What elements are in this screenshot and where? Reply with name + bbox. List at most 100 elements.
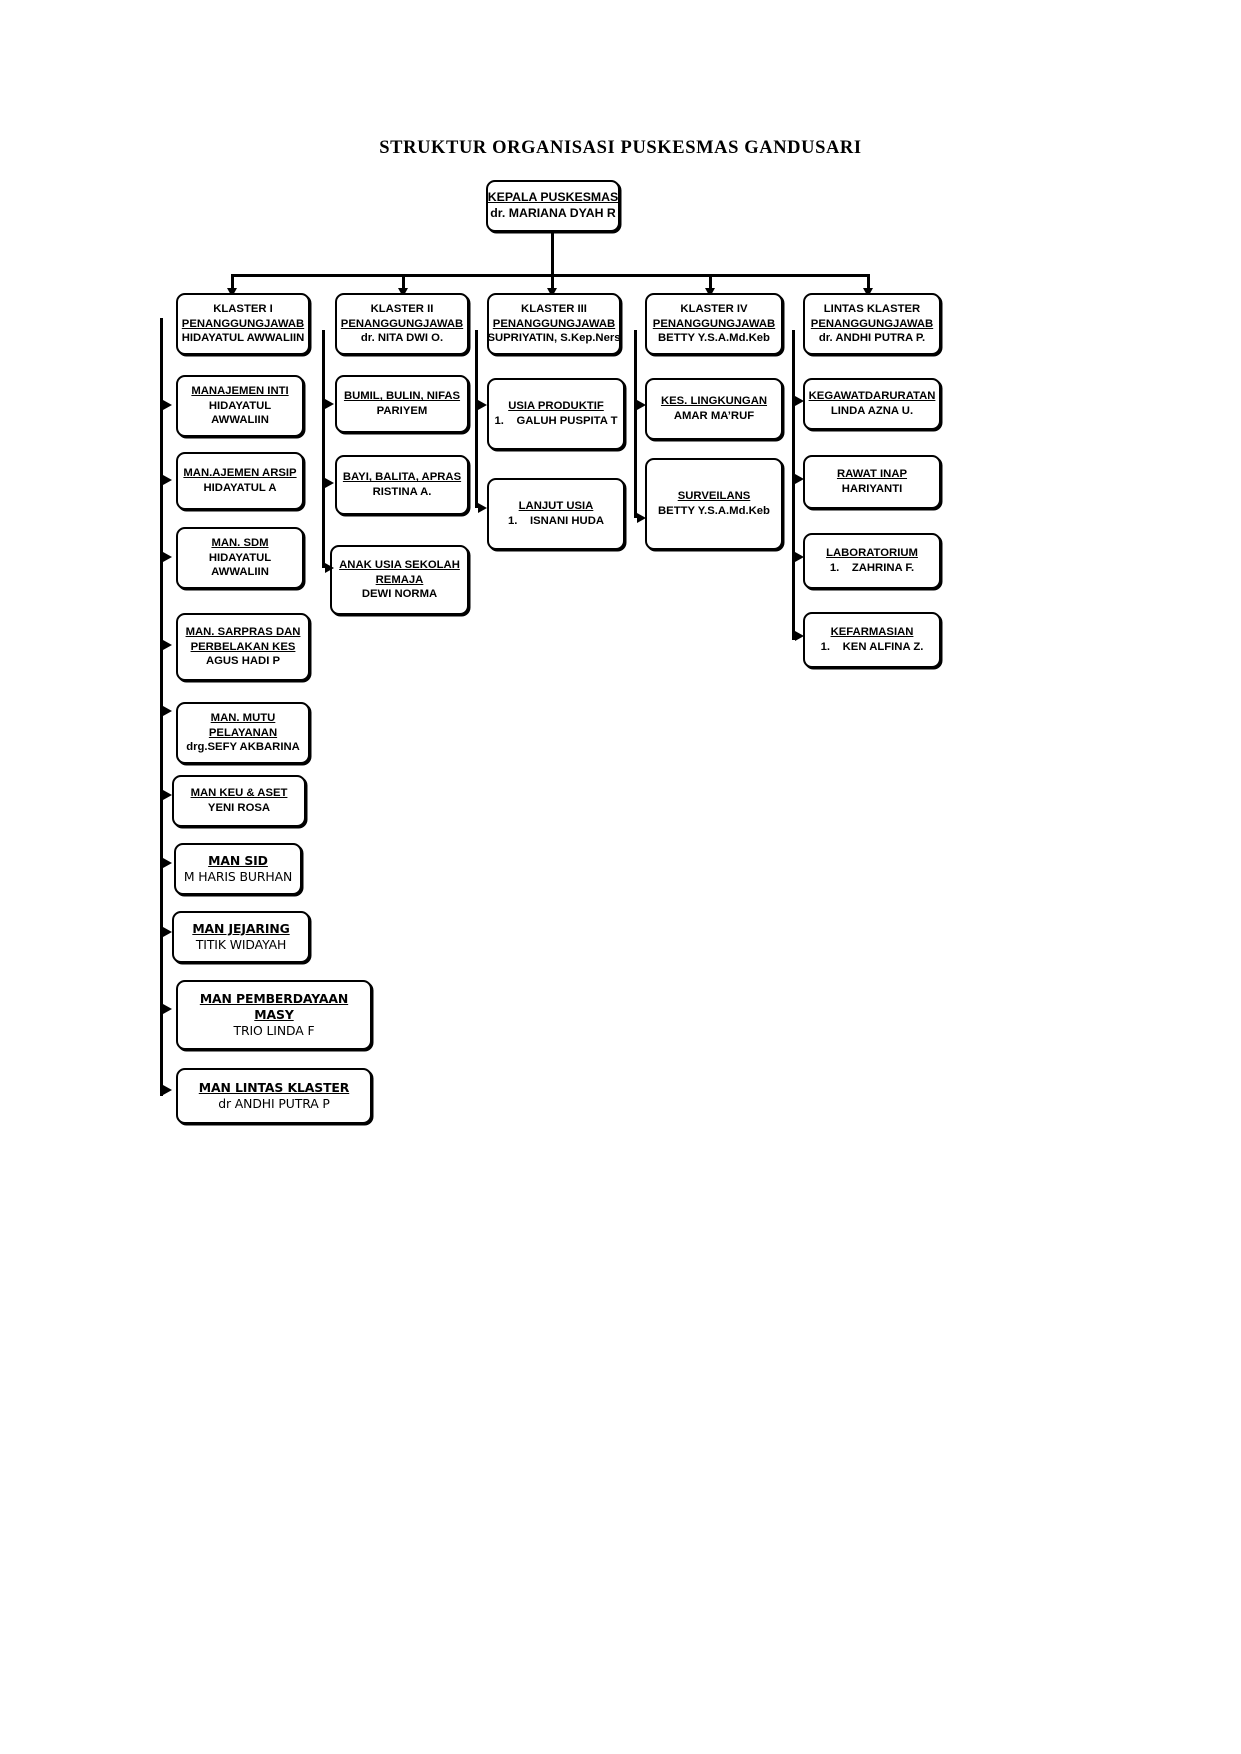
node-name: YENI ROSA — [207, 802, 271, 814]
node-name: dr. MARIANA DYAH R — [490, 206, 616, 220]
node-klaster-2-header: KLASTER II PENANGGUNGJAWAB dr. NITA DWI … — [335, 293, 469, 355]
connector-drop-klaster-3 — [551, 274, 554, 292]
arrowhead-klaster-1-item-7 — [163, 858, 172, 868]
node-lintas-klaster-header: LINTAS KLASTER PENANGGUNGJAWAB dr. ANDHI… — [803, 293, 941, 355]
node-name: HIDAYATUL — [208, 399, 272, 412]
node-name: HARIYANTI — [841, 483, 903, 495]
arrowhead-klaster-1 — [227, 288, 237, 297]
node-klaster-1-item-4: MAN. SARPRAS DAN PERBELAKAN KES AGUS HAD… — [176, 613, 310, 681]
node-index: 1. — [829, 562, 840, 574]
node-klaster-4-item-2: SURVEILANS BETTY Y.S.A.Md.Keb — [645, 458, 783, 550]
node-lintas-klaster-item-1: KEGAWATDARURATAN LINDA AZNA U. — [803, 378, 941, 430]
node-klaster-3-header: KLASTER III PENANGGUNGJAWAB SUPRIYATIN, … — [487, 293, 621, 355]
node-name: HIDAYATUL — [208, 551, 272, 564]
node-name-row: 1. ISNANI HUDA — [508, 514, 604, 529]
node-name: HIDAYATUL AWWALIIN — [181, 332, 305, 345]
arrowhead-klaster-1-item-2 — [163, 475, 172, 485]
node-title: MAN JEJARING — [192, 920, 290, 936]
node-title: LABORATORIUM — [826, 547, 918, 560]
node-name-row: 1. GALUH PUSPITA T — [494, 414, 617, 429]
arrowhead-lintas-klaster — [863, 288, 873, 297]
node-title: KLASTER I — [213, 302, 273, 315]
node-name: dr ANDHI PUTRA P — [218, 1096, 330, 1111]
node-name: ZAHRINA F. — [851, 562, 915, 574]
node-name-2: AWWALIIN — [211, 414, 269, 427]
node-role: PENANGGUNGJAWAB — [340, 317, 464, 330]
arrowhead-klaster-3-item-1 — [478, 400, 487, 410]
node-role: PENANGGUNGJAWAB — [810, 317, 934, 330]
node-name: M HARIS BURHAN — [183, 869, 293, 884]
node-title-2: PELAYANAN — [208, 726, 278, 739]
node-klaster-2-item-2: BAYI, BALITA, APRAS RISTINA A. — [335, 455, 469, 515]
node-kepala-puskesmas: KEPALA PUSKESMAS dr. MARIANA DYAH R — [486, 180, 620, 232]
node-index: 1. — [494, 415, 504, 427]
node-name: dr. ANDHI PUTRA P. — [818, 332, 926, 345]
node-title-2: MASY — [254, 1006, 294, 1022]
node-title: MAN PEMBERDAYAAN — [199, 990, 349, 1006]
node-klaster-4-header: KLASTER IV PENANGGUNGJAWAB BETTY Y.S.A.M… — [645, 293, 783, 355]
node-klaster-1-item-10: MAN LINTAS KLASTER dr ANDHI PUTRA P — [176, 1068, 372, 1124]
arrowhead-lintas-klaster-item-1 — [795, 396, 804, 406]
connector-spine-lintas-klaster — [792, 330, 795, 640]
node-title: SURVEILANS — [677, 490, 751, 503]
node-title: MAN. SARPRAS DAN — [185, 625, 301, 638]
node-klaster-4-item-1: KES. LINGKUNGAN AMAR MA’RUF — [645, 378, 783, 440]
node-title: MAN. MUTU — [210, 711, 276, 724]
node-name: GALUH PUSPITA T — [516, 415, 618, 427]
node-name: HIDAYATUL A — [203, 482, 277, 494]
arrowhead-klaster-1-item-9 — [163, 1004, 172, 1014]
node-title: MAN KEU & ASET — [190, 787, 288, 800]
arrowhead-klaster-2-item-3 — [325, 563, 334, 573]
node-title: MANAJEMEN INTI — [191, 384, 289, 397]
node-index: 1. — [507, 515, 518, 527]
node-title: KEPALA PUSKESMAS — [487, 190, 619, 205]
node-name: AMAR MA’RUF — [673, 410, 755, 422]
node-klaster-1-item-1: MANAJEMEN INTI HIDAYATUL AWWALIIN — [176, 375, 304, 437]
arrowhead-klaster-3-item-2 — [478, 503, 487, 513]
arrowhead-lintas-klaster-item-4 — [795, 631, 804, 641]
connector-spine-klaster-4 — [634, 330, 637, 518]
node-lintas-klaster-item-3: LABORATORIUM 1. ZAHRINA F. — [803, 533, 941, 589]
node-klaster-1-item-8: MAN JEJARING TITIK WIDAYAH — [172, 911, 310, 963]
node-role: PENANGGUNGJAWAB — [652, 317, 776, 330]
node-title: RAWAT INAP — [836, 468, 908, 481]
node-klaster-3-item-2: LANJUT USIA 1. ISNANI HUDA — [487, 478, 625, 550]
node-klaster-1-item-7: MAN SID M HARIS BURHAN — [174, 843, 302, 895]
node-name: drg.SEFY AKBARINA — [186, 741, 300, 754]
node-name: KEN ALFINA Z. — [842, 641, 924, 653]
page-title: STRUKTUR ORGANISASI PUSKESMAS GANDUSARI — [379, 138, 862, 158]
node-klaster-1-item-5: MAN. MUTU PELAYANAN drg.SEFY AKBARINA — [176, 702, 310, 764]
arrowhead-klaster-1-item-8 — [163, 927, 172, 937]
arrowhead-klaster-3 — [547, 288, 557, 297]
node-title: MAN.AJEMEN ARSIP — [183, 467, 297, 480]
connector-drop-klaster-2 — [402, 274, 405, 292]
node-title: USIA PRODUKTIF — [508, 400, 604, 413]
node-name: TITIK WIDAYAH — [195, 937, 287, 952]
arrowhead-klaster-4-item-1 — [637, 400, 646, 410]
node-name: BETTY Y.S.A.Md.Keb — [658, 505, 770, 517]
node-name: LINDA AZNA U. — [830, 405, 914, 417]
node-klaster-1-header: KLASTER I PENANGGUNGJAWAB HIDAYATUL AWWA… — [176, 293, 310, 355]
node-title: BAYI, BALITA, APRAS — [342, 471, 462, 484]
node-name: SUPRIYATIN, S.Kep.Ners — [487, 332, 621, 345]
arrowhead-klaster-2-item-1 — [325, 399, 334, 409]
node-name: DEWI NORMA — [361, 588, 438, 601]
arrowhead-klaster-4 — [705, 288, 715, 297]
arrowhead-klaster-4-item-2 — [637, 513, 646, 523]
connector-head-stem — [551, 232, 554, 274]
node-klaster-1-item-2: MAN.AJEMEN ARSIP HIDAYATUL A — [176, 452, 304, 510]
node-title: KEFARMASIAN — [830, 626, 914, 639]
arrowhead-klaster-1-item-3 — [163, 552, 172, 562]
node-name-row: 1. KEN ALFINA Z. — [821, 640, 924, 655]
node-title: MAN SID — [208, 852, 268, 868]
arrowhead-klaster-1-item-10 — [163, 1085, 172, 1095]
node-klaster-3-item-1: USIA PRODUKTIF 1. GALUH PUSPITA T — [487, 378, 625, 450]
connector-spine-klaster-3 — [475, 330, 478, 508]
arrowhead-klaster-1-item-5 — [163, 706, 172, 716]
node-lintas-klaster-item-4: KEFARMASIAN 1. KEN ALFINA Z. — [803, 612, 941, 668]
node-index: 1. — [820, 641, 831, 653]
node-title: LANJUT USIA — [518, 500, 594, 513]
arrowhead-klaster-1-item-4 — [163, 640, 172, 650]
node-role: PENANGGUNGJAWAB — [181, 317, 305, 330]
node-klaster-1-item-6: MAN KEU & ASET YENI ROSA — [172, 775, 306, 827]
